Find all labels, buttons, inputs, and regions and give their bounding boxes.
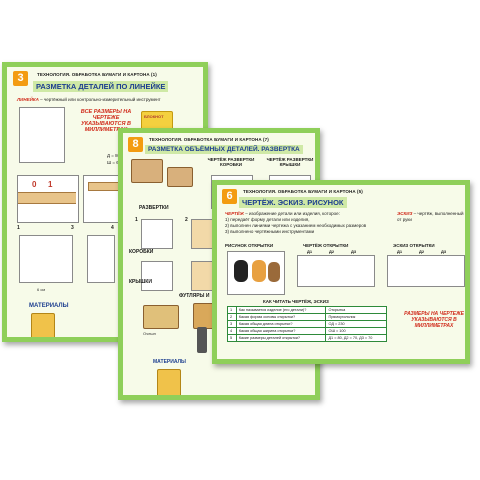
notebook-label: БЛОКНОТ — [144, 114, 164, 119]
drawing-definition: ЧЕРТЁЖ – изображение детали или изделия,… — [225, 211, 395, 217]
millimeter-note: РАЗМЕРЫ НА ЧЕРТЕЖЕ УКАЗЫВАЮТСЯ В МИЛЛИМЕ… — [404, 311, 464, 329]
dim-label: Д1 — [307, 249, 313, 254]
poster-title: РАЗМЕТКА ДЕТАЛЕЙ ПО ЛИНЕЙКЕ — [33, 81, 169, 92]
lid-unfolding-step — [141, 261, 173, 291]
step-number: 1 — [17, 225, 20, 231]
sketch-term: ЭСКИЗ — [397, 211, 413, 216]
table-row: 4 Какая общая ширина открытки? ОШ = 100 — [227, 327, 387, 335]
step-number: 3 — [71, 225, 74, 231]
box-image — [167, 167, 193, 187]
picture-label: РИСУНОК ОТКРЫТКИ — [225, 243, 274, 248]
reading-table: 1 Как называется изделие (его детали)? О… — [227, 306, 387, 342]
table-cell: Какие размеры деталей открытки? — [235, 334, 327, 342]
definition-term: ЛИНЕЙКА — [17, 97, 39, 102]
table-cell: 4 — [227, 327, 237, 335]
dim-label: Д2 — [329, 249, 335, 254]
materials-label: МАТЕРИАЛЫ — [153, 359, 186, 365]
bear-image — [252, 260, 266, 282]
table-row: 3 Какая общая длина открытки? ОД = 230 — [227, 320, 387, 328]
table-cell: Как называется изделие (его детали)? — [235, 306, 327, 314]
poster-header: ТЕХНОЛОГИЯ. ОБРАБОТКА БУМАГИ И КАРТОНА (… — [243, 189, 363, 194]
dimension-width: Ш = 60 мм — [107, 160, 129, 165]
sketch-def: – чертёж, выполненный от руки — [397, 211, 464, 222]
lids-label: КРЫШКИ — [129, 279, 152, 285]
definition: ЛИНЕЙКА – чертёжный или контрольно-измер… — [17, 97, 203, 103]
step-number: 1 — [135, 217, 138, 223]
millimeter-note: ВСЕ РАЗМЕРЫ НА ЧЕРТЕЖЕ УКАЗЫВАЮТСЯ В МИЛ… — [80, 109, 132, 133]
box-image — [131, 159, 163, 183]
table-cell: Д1 = 80, Д2 = 70, Д3 = 70 — [325, 334, 387, 342]
size-label: 6 см — [37, 287, 46, 292]
card-picture — [227, 251, 285, 295]
ruler-mark-zero: 0 — [32, 180, 37, 189]
drawing-point: 2) выполнен линиями чертежа с указанием … — [225, 223, 367, 228]
ruler-icon — [18, 192, 76, 204]
penguin-image — [234, 260, 248, 282]
poster-number: 6 — [222, 189, 237, 204]
drawing-point: 3) выполнено чертёжными инструментами — [225, 229, 315, 234]
cases-label: ФУТЛЯРЫ И — [179, 293, 210, 299]
sheet-drawing — [19, 107, 65, 163]
sketch-definition: ЭСКИЗ – чертёж, выполненный от руки — [397, 211, 465, 222]
table-cell: Какая общая ширина открытки? — [235, 327, 327, 335]
table-cell: ОД = 230 — [325, 320, 387, 328]
poster-number: 3 — [13, 71, 28, 86]
table-cell: Какая форма основы открытки? — [235, 313, 327, 321]
drawing-lid-label: ЧЕРТЁЖ РАЗВЕРТКИ КРЫШКИ — [266, 157, 314, 167]
how-to-read-title: КАК ЧИТАТЬ ЧЕРТЁЖ, ЭСКИЗ — [263, 299, 329, 304]
animal-image — [268, 262, 280, 282]
table-cell: Прямоугольник — [325, 313, 387, 321]
definition-text: – чертёжный или контрольно-измерительный… — [40, 97, 161, 102]
ruler-mark-one: 1 — [48, 180, 53, 189]
materials-label: МАТЕРИАЛЫ — [29, 303, 69, 309]
poster-title: РАЗМЕТКА ОБЪЁМНЫХ ДЕТАЛЕЙ. РАЗВЕРТКА — [145, 145, 303, 154]
box-label: КОРОБКИ — [129, 249, 154, 255]
poster-drawing-sketch: ТЕХНОЛОГИЯ. ОБРАБОТКА БУМАГИ И КАРТОНА (… — [212, 180, 470, 364]
glasses-case-image — [197, 327, 207, 353]
table-cell: 3 — [227, 320, 237, 328]
dimension-length: Д = 80 мм — [107, 153, 128, 158]
box-unfolding-step — [141, 219, 173, 249]
poster-number: 8 — [128, 137, 143, 152]
unfolding-label: РАЗВЕРТКИ — [139, 205, 169, 211]
material-image — [157, 369, 181, 395]
table-cell: Открытка — [325, 306, 387, 314]
step-number: 4 — [111, 225, 114, 231]
drawing-def: – изображение детали или изделия, которо… — [245, 211, 340, 216]
table-row: 1 Как называется изделие (его детали)? О… — [227, 306, 387, 314]
drawing-term: ЧЕРТЁЖ — [225, 211, 244, 216]
dim-label: Д2 — [419, 249, 425, 254]
dim-label: Д3 — [441, 249, 447, 254]
table-cell: 1 — [227, 306, 237, 314]
step-sheet — [19, 235, 73, 283]
dim-label: Д3 — [351, 249, 357, 254]
poster-title: ЧЕРТЁЖ. ЭСКИЗ. РИСУНОК — [239, 197, 347, 208]
poster-header: ТЕХНОЛОГИЯ. ОБРАБОТКА БУМАГИ И КАРТОНА (… — [37, 72, 157, 77]
sketch-label: ЭСКИЗ ОТКРЫТКИ — [393, 243, 435, 248]
material-image — [31, 313, 55, 337]
drawing-label: ЧЕРТЁЖ ОТКРЫТКИ — [303, 243, 349, 248]
dim-label: Д1 — [397, 249, 403, 254]
poster-header: ТЕХНОЛОГИЯ. ОБРАБОТКА БУМАГИ И КАРТОНА (… — [149, 137, 269, 142]
card-drawing — [297, 255, 375, 287]
table-cell: 2 — [227, 313, 237, 321]
table-cell: 5 — [227, 334, 237, 342]
drawing-point: 1) передаёт форму детали или изделия, — [225, 217, 310, 222]
glasses-label: Очешн — [143, 331, 156, 336]
table-row: 2 Какая форма основы открытки? Прямоугол… — [227, 313, 387, 321]
table-cell: ОШ = 100 — [325, 327, 387, 335]
table-cell: Какая общая длина открытки? — [235, 320, 327, 328]
ruler-step-drawing: 0 1 — [17, 175, 79, 223]
case-image — [143, 305, 179, 329]
step-number: 2 — [185, 217, 188, 223]
card-sketch — [387, 255, 465, 287]
drawing-box-label: ЧЕРТЁЖ РАЗВЕРТКИ КОРОБКИ — [207, 157, 255, 167]
step-sheet — [87, 235, 115, 283]
table-row: 5 Какие размеры деталей открытки? Д1 = 8… — [227, 334, 387, 342]
